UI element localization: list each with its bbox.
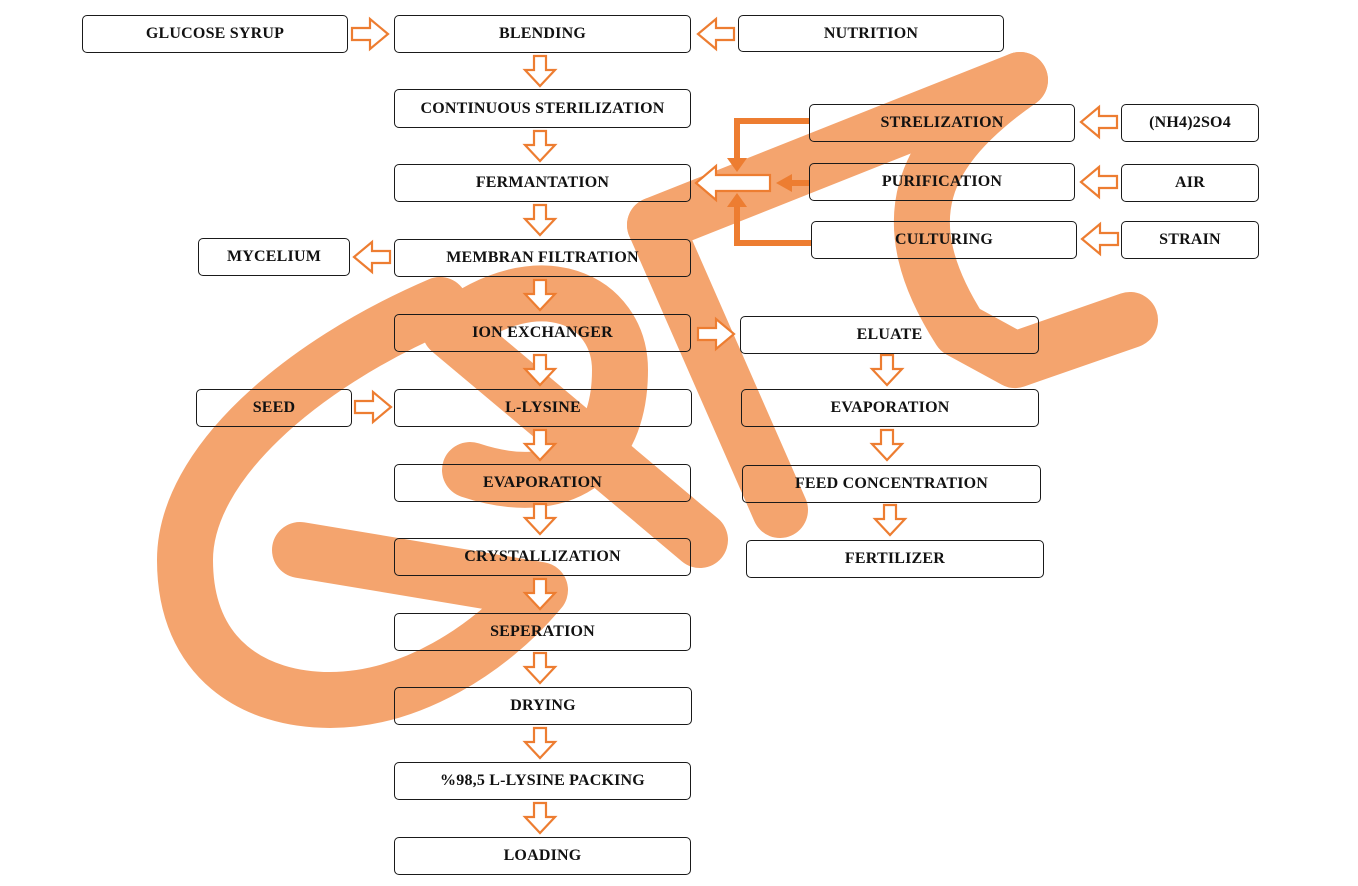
node-purification: PURIFICATION [809,163,1075,201]
node-mycelium: MYCELIUM [198,238,350,276]
node-continuous-sterilization: CONTINUOUS STERILIZATION [394,89,691,128]
node-air: AIR [1121,164,1259,202]
node-glucose-syrup: GLUCOSE SYRUP [82,15,348,53]
node-crystallization: CRYSTALLIZATION [394,538,691,576]
watermark-letter-t-tail [893,52,1158,388]
node-blending: BLENDING [394,15,691,53]
node-loading: LOADING [394,837,691,875]
node-eluate: ELUATE [740,316,1039,354]
watermark-letter-t-stem [627,197,808,538]
node-seed: SEED [196,389,352,427]
node-strain: STRAIN [1121,221,1259,259]
node-nutrition: NUTRITION [738,15,1004,52]
watermark-letter-g [157,277,568,728]
node-evaporation-main: EVAPORATION [394,464,691,502]
node-l-lysine: L-LYSINE [394,389,692,427]
node-drying: DRYING [394,687,692,725]
node-nh4-2so4: (NH4)2SO4 [1121,104,1259,142]
node-packing: %98,5 L-LYSINE PACKING [394,762,691,800]
node-fertilizer: FERTILIZER [746,540,1044,578]
node-feed-concentration: FEED CONCENTRATION [742,465,1041,503]
node-fermantation: FERMANTATION [394,164,691,202]
node-membran-filtration: MEMBRAN FILTRATION [394,239,691,277]
node-seperation: SEPERATION [394,613,691,651]
node-ion-exchanger: ION EXCHANGER [394,314,691,352]
node-strelization: STRELIZATION [809,104,1075,142]
watermark-letter-p [422,265,728,568]
node-culturing: CULTURING [811,221,1077,259]
node-evaporation-right: EVAPORATION [741,389,1039,427]
